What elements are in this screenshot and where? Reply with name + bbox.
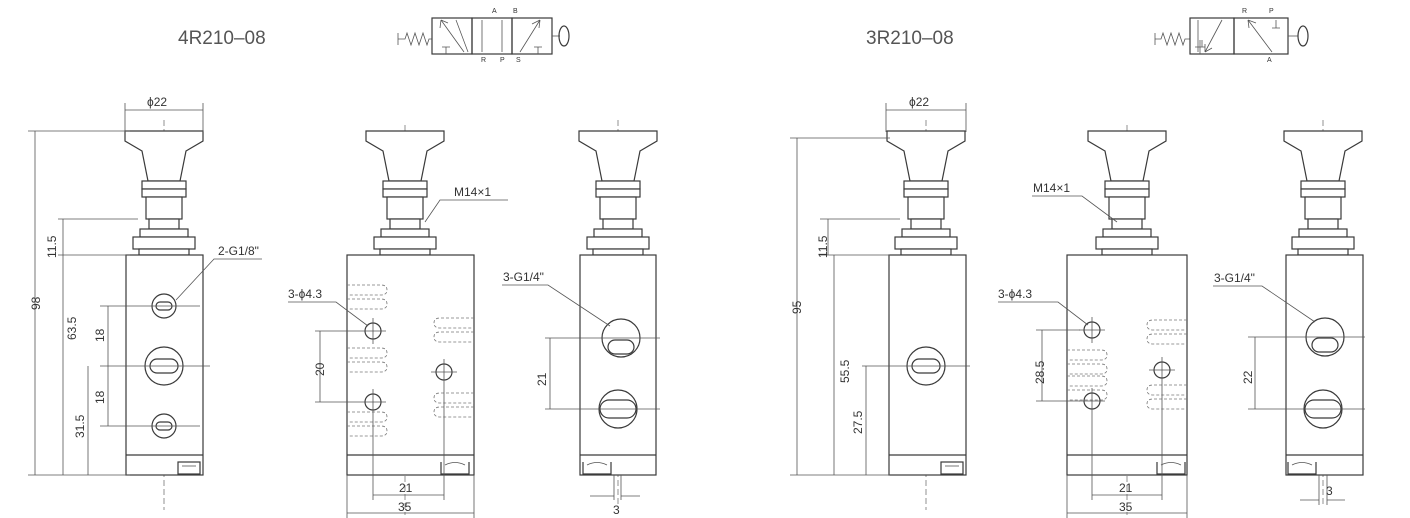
right-symbol-port-a: A <box>1267 57 1272 64</box>
left-symbol-port-a: A <box>492 8 497 15</box>
right-front-height-bottom: 27.5 <box>851 410 865 434</box>
left-back-port-label: 3-G1/4" <box>503 270 544 284</box>
left-front-spacing-lower: 18 <box>93 390 107 404</box>
left-front-height-body: 63.5 <box>65 316 79 340</box>
left-side-width-outer: 35 <box>398 500 412 514</box>
right-front-height-top: 11.5 <box>816 235 830 258</box>
right-front-height-total: 95 <box>790 300 804 314</box>
right-front-view: ϕ22 95 11.5 55.5 27.5 <box>790 95 970 510</box>
left-model-title: 4R210–08 <box>178 28 266 49</box>
right-symbol-port-r: R <box>1242 8 1247 15</box>
left-side-width-inner: 21 <box>399 481 413 495</box>
left-front-port-label: 2-G1/8" <box>218 244 259 258</box>
right-side-hole-spacing: 28.5 <box>1033 360 1047 384</box>
right-side-width-outer: 35 <box>1119 500 1133 514</box>
left-symbol-port-b: B <box>513 8 518 15</box>
left-back-view: 21 3-G1/4" 3 <box>502 120 660 517</box>
right-side-holes: 3-ϕ4.3 <box>998 287 1032 301</box>
right-front-height-body: 55.5 <box>838 359 852 383</box>
right-model: 3R210–08 R P A ϕ22 <box>790 8 1365 518</box>
right-symbol-port-p: P <box>1269 8 1274 15</box>
left-front-spacing-upper: 18 <box>93 328 107 342</box>
left-back-spacing: 21 <box>535 372 549 386</box>
right-side-width-inner: 21 <box>1119 481 1133 495</box>
left-valve-symbol: A B R P S <box>397 8 570 64</box>
right-back-spacing: 22 <box>1241 370 1255 384</box>
left-symbol-port-p: P <box>500 57 505 64</box>
left-front-height-top: 11.5 <box>45 235 59 258</box>
left-symbol-port-s: S <box>516 57 521 64</box>
right-front-diameter: ϕ22 <box>909 95 929 109</box>
left-front-height-total: 98 <box>29 296 43 310</box>
left-side-hole-spacing: 20 <box>313 362 327 376</box>
right-back-port-label: 3-G1/4" <box>1214 271 1255 285</box>
left-side-holes: 3-ϕ4.3 <box>288 287 322 301</box>
right-model-title: 3R210–08 <box>866 28 954 49</box>
left-symbol-port-r: R <box>481 57 486 64</box>
right-valve-symbol: R P A <box>1154 8 1309 64</box>
left-front-height-bottom: 31.5 <box>73 414 87 438</box>
right-back-offset: 3 <box>1326 484 1333 498</box>
right-back-view: 22 3-G1/4" 3 <box>1213 120 1365 505</box>
left-side-view: M14×1 3-ϕ4.3 20 21 35 <box>288 125 508 518</box>
left-side-thread: M14×1 <box>454 185 491 199</box>
right-side-view: M14×1 3-ϕ4.3 28.5 21 35 <box>998 125 1188 518</box>
left-front-diameter: ϕ22 <box>147 95 167 109</box>
left-front-view: ϕ22 98 11.5 63.5 18 18 31.5 2-G1/8" <box>28 95 262 510</box>
right-side-thread: M14×1 <box>1033 181 1070 195</box>
left-back-offset: 3 <box>613 503 620 517</box>
left-model: 4R210–08 A B R P S <box>28 8 660 518</box>
